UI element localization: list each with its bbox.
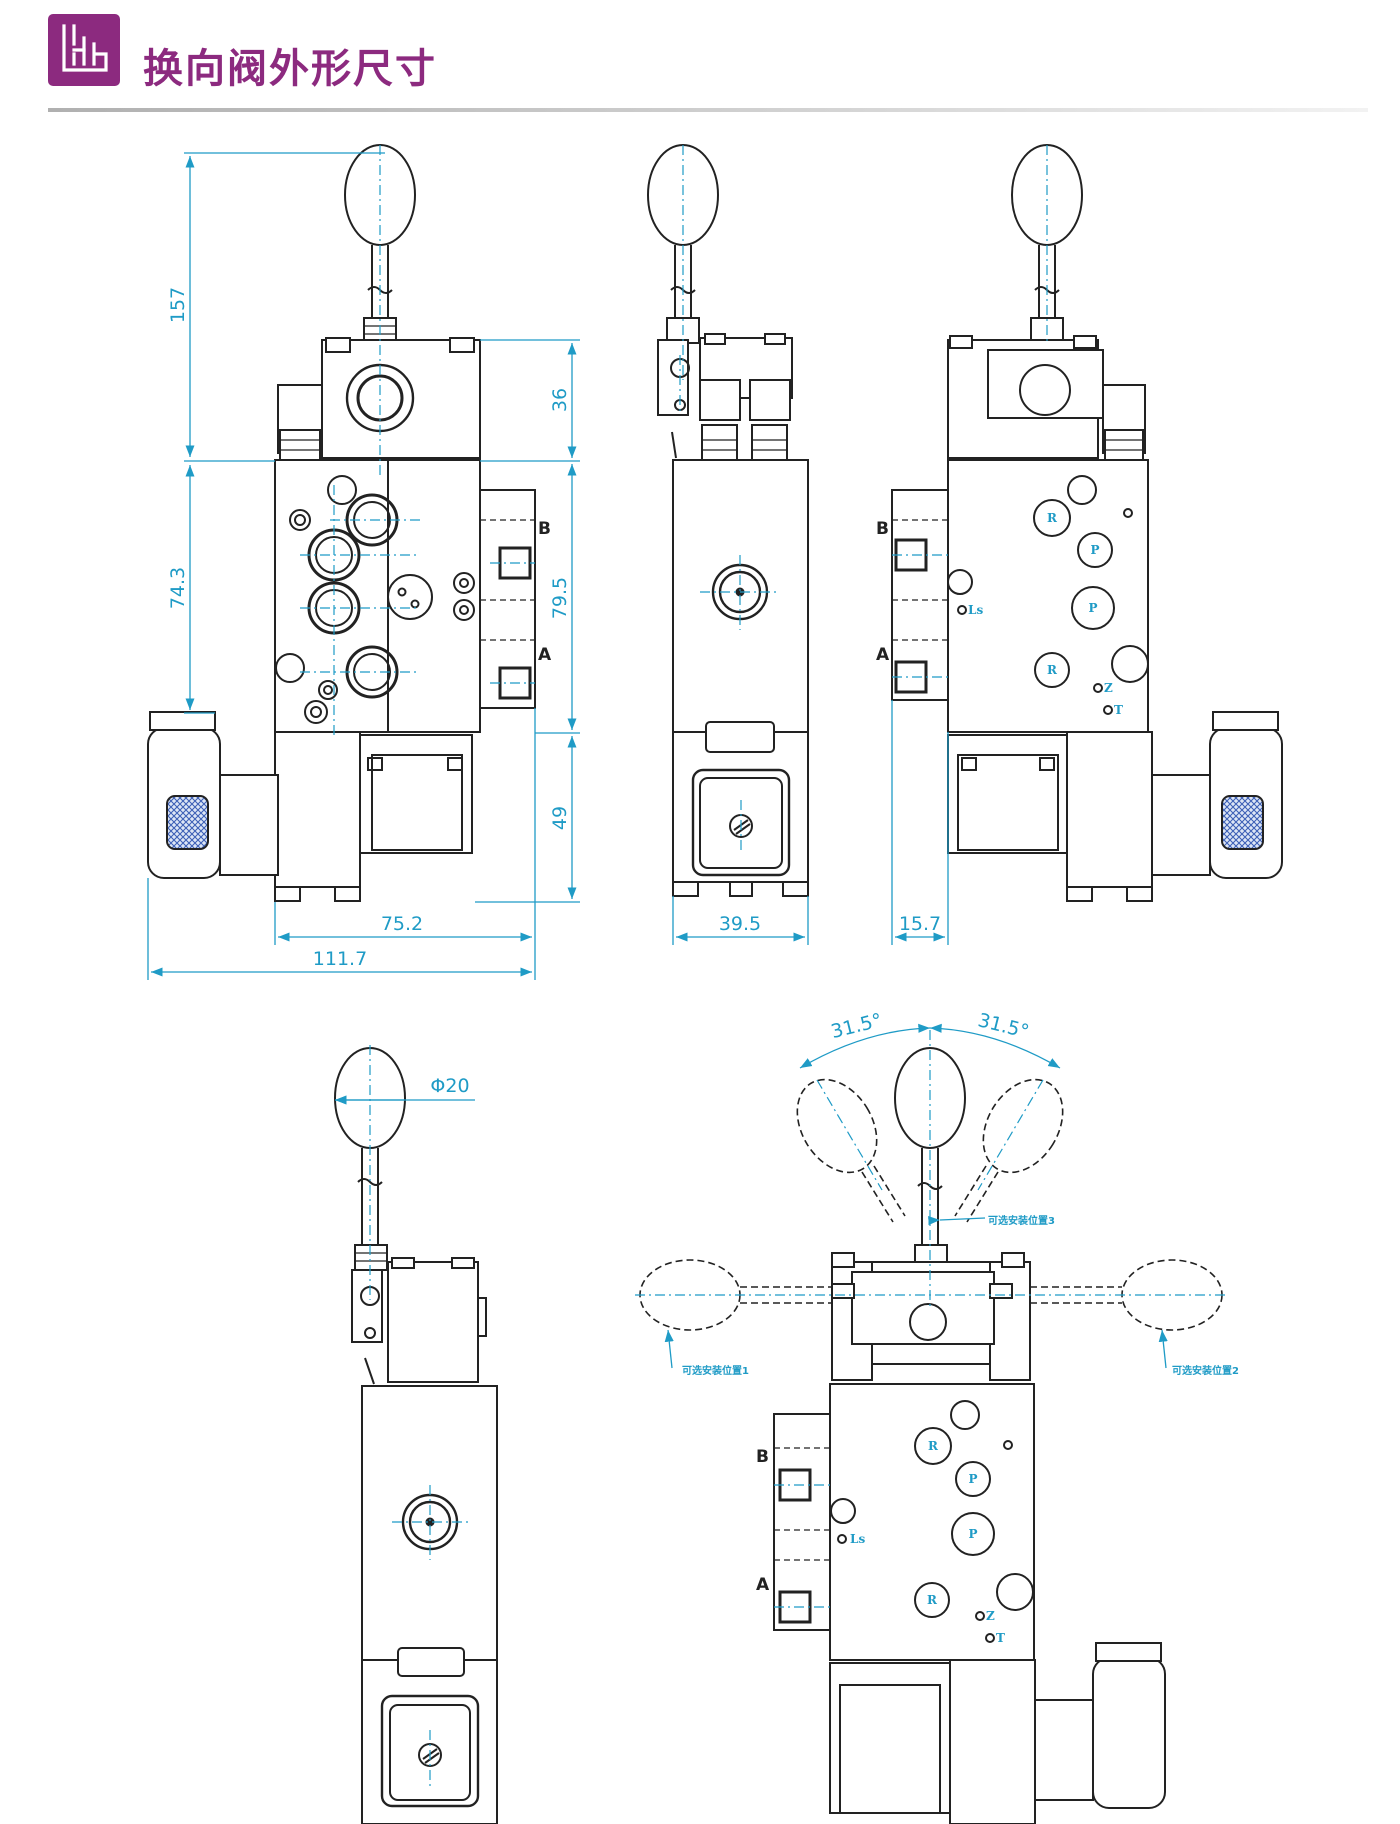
port-label-b: B: [756, 1447, 769, 1467]
port-r: R: [928, 1439, 939, 1453]
dim-angle-left: 31.5°: [829, 1009, 885, 1043]
dim-49: 49: [549, 806, 571, 830]
alt-knob-right-tilt: [982, 1078, 1064, 1174]
connector-mesh: [1221, 795, 1264, 850]
page-header: 换向阀外形尺寸: [48, 14, 1368, 114]
side-centerlines: [679, 145, 780, 850]
port-t: T: [996, 1631, 1005, 1645]
valve-body: [274, 459, 481, 733]
dim-74-3: 74.3: [167, 567, 189, 609]
dim-79-5: 79.5: [549, 577, 571, 619]
port-z: Z: [986, 1609, 995, 1623]
rear-port-labels: R P P R Ls Z T: [968, 511, 1123, 717]
alt-port-labels: R P P R Ls Z T: [850, 1439, 1005, 1645]
connector-mesh: [166, 795, 209, 850]
rear-dimensions: [891, 700, 949, 945]
lower-side-centerlines: [369, 1045, 470, 1790]
port-p: P: [1088, 601, 1097, 615]
side-view: [647, 144, 809, 897]
note-position-3: 可选安装位置3: [988, 1214, 1055, 1227]
front-centerlines: [300, 145, 535, 735]
dim-angle-right: 31.5°: [976, 1009, 1032, 1043]
port-p: P: [968, 1527, 977, 1541]
port-z: Z: [1104, 681, 1113, 695]
dim-15-7: 15.7: [899, 913, 941, 935]
page-title: 换向阀外形尺寸: [143, 46, 437, 92]
alt-positions-view: [773, 1047, 1166, 1824]
dim-157: 157: [167, 287, 189, 323]
alt-centerlines: [635, 1030, 1225, 1608]
header-rule: [48, 108, 1368, 112]
valve-body: [829, 1383, 1035, 1661]
port-label-a: A: [538, 645, 552, 665]
front-dimensions: [147, 152, 580, 980]
lower-side-view: [334, 1047, 498, 1824]
angle-dimensions: [664, 1023, 1168, 1369]
solenoid-coil: [949, 1659, 1036, 1824]
solenoid-coil: [1066, 731, 1153, 888]
port-p: P: [968, 1472, 977, 1486]
port-ls: Ls: [850, 1532, 865, 1546]
dim-39-5: 39.5: [719, 913, 761, 935]
blueprint-icon: [62, 24, 108, 72]
dim-75-2: 75.2: [381, 913, 423, 935]
side-dimensions: [672, 896, 809, 945]
port-label-b: B: [538, 519, 551, 539]
port-label-b: B: [876, 519, 889, 539]
dim-dia-20: Φ20: [430, 1075, 469, 1097]
port-label-a: A: [876, 645, 890, 665]
note-position-2: 可选安装位置2: [1172, 1364, 1239, 1377]
port-p: P: [1090, 543, 1099, 557]
dim-36: 36: [549, 388, 571, 412]
alt-knob-left-tilt: [796, 1078, 878, 1174]
port-r: R: [927, 1593, 938, 1607]
brand-logo: [48, 14, 120, 86]
dim-111-7: 111.7: [313, 948, 367, 970]
rear-centerlines: [892, 145, 1048, 678]
port-r: R: [1047, 511, 1058, 525]
note-position-1: 可选安装位置1: [682, 1364, 749, 1377]
solenoid-coil: [274, 731, 361, 888]
port-r: R: [1047, 663, 1058, 677]
rear-view: [891, 144, 1283, 902]
port-label-a: A: [756, 1575, 770, 1595]
port-ls: Ls: [968, 603, 983, 617]
port-t: T: [1114, 703, 1123, 717]
front-view: [147, 144, 536, 902]
